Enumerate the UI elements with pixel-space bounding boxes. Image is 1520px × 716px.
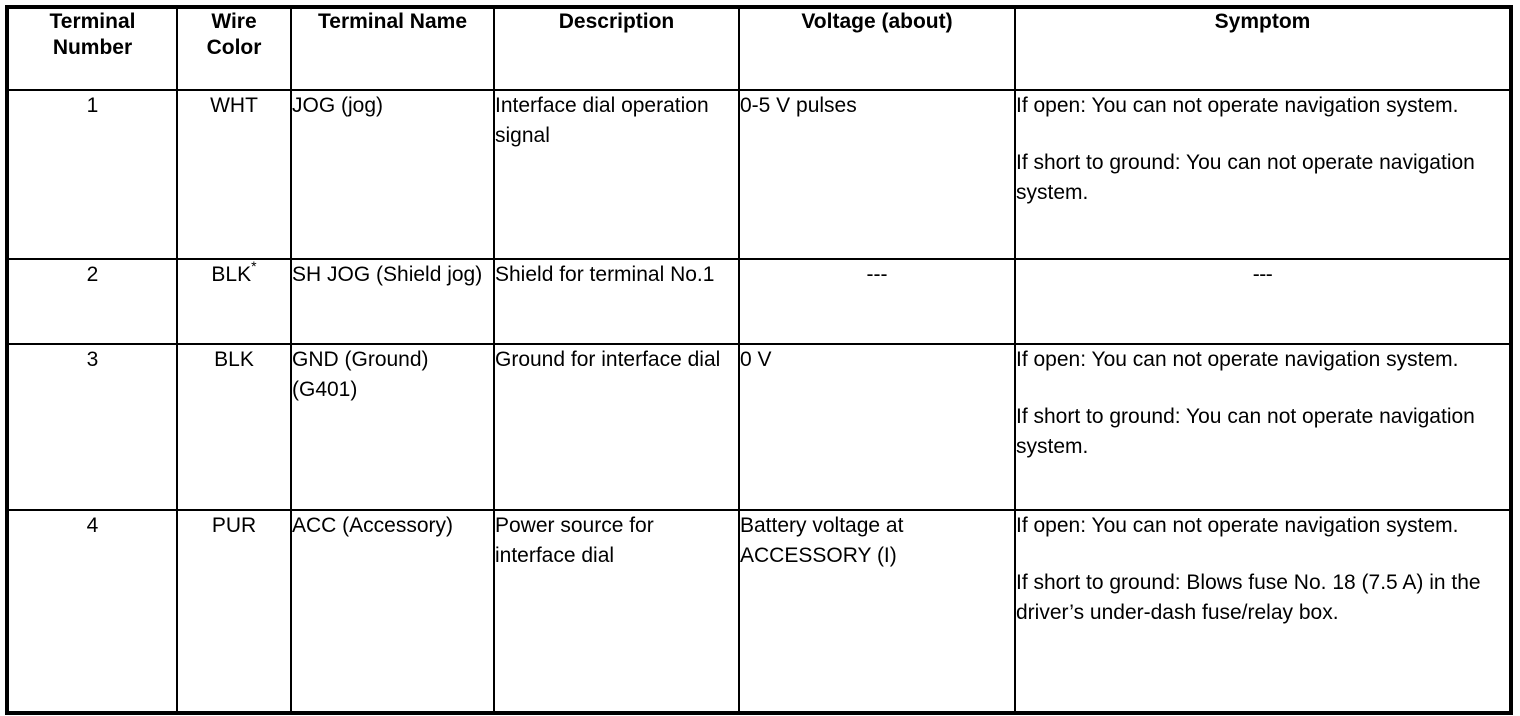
cell-voltage: 0-5 V pulses xyxy=(738,89,1016,260)
cell-terminal-name: SH JOG (Shield jog) xyxy=(290,258,495,345)
header-line-1: Voltage (about) xyxy=(801,10,953,33)
cell-symptom: If open: You can not operate navigation … xyxy=(1014,89,1512,260)
wire-color-value: PUR xyxy=(212,511,256,541)
table-row: 4 PUR ACC (Accessory) Power source for i… xyxy=(6,509,1512,714)
table-row: 3 BLK GND (Ground) (G401) Ground for int… xyxy=(6,343,1512,511)
header-line-1: Wire xyxy=(211,10,257,33)
header-line-1: Symptom xyxy=(1214,10,1311,33)
cell-description: Ground for interface dial xyxy=(493,343,740,511)
symptom-paragraph: If open: You can not operate navigation … xyxy=(1016,348,1459,371)
wire-color-text: PUR xyxy=(211,514,257,537)
symptom-paragraph: --- xyxy=(1252,263,1273,286)
symptom-paragraph: If short to ground: Blows fuse No. 18 (7… xyxy=(1016,570,1481,624)
terminal-specification-table: Terminal Number Wire Color Terminal Name… xyxy=(5,5,1513,715)
cell-terminal-number: 4 xyxy=(6,509,178,714)
header-line-1: Terminal Name xyxy=(318,10,467,33)
table-body: 1 WHT JOG (jog) Interface dial operation… xyxy=(6,89,1512,714)
column-header-wire-color: Wire Color xyxy=(176,6,292,91)
column-header-description: Description xyxy=(493,6,740,91)
cell-symptom: --- xyxy=(1014,258,1512,345)
wire-color-value: WHT xyxy=(210,91,258,121)
header-line-2: Color xyxy=(206,35,262,59)
cell-description: Interface dial operation signal xyxy=(493,89,740,260)
header-line-1: Description xyxy=(558,10,675,33)
wire-color-text: BLK xyxy=(214,348,254,371)
cell-terminal-name: JOG (jog) xyxy=(290,89,495,260)
cell-wire-color: BLK xyxy=(176,343,292,511)
cell-voltage: 0 V xyxy=(738,343,1016,511)
symptom-paragraph: If open: You can not operate navigation … xyxy=(1016,514,1459,537)
cell-wire-color: PUR xyxy=(176,509,292,714)
cell-description: Shield for terminal No.1 xyxy=(493,258,740,345)
symptom-paragraph: If open: You can not operate navigation … xyxy=(1016,94,1459,117)
symptom-paragraph: If short to ground: You can not operate … xyxy=(1016,150,1475,204)
wire-color-text: BLK xyxy=(211,263,252,286)
cell-terminal-name: ACC (Accessory) xyxy=(290,509,495,714)
column-header-symptom: Symptom xyxy=(1014,6,1512,91)
footnote-asterisk: * xyxy=(251,258,257,274)
cell-terminal-number: 2 xyxy=(6,258,178,345)
cell-symptom: If open: You can not operate navigation … xyxy=(1014,343,1512,511)
cell-description: Power source for interface dial xyxy=(493,509,740,714)
cell-voltage: Battery voltage at ACCESSORY (I) xyxy=(738,509,1016,714)
header-row: Terminal Number Wire Color Terminal Name… xyxy=(6,6,1512,91)
table-header: Terminal Number Wire Color Terminal Name… xyxy=(6,6,1512,91)
wire-color-value: BLK* xyxy=(211,258,257,290)
cell-wire-color: WHT xyxy=(176,89,292,260)
cell-terminal-number: 1 xyxy=(6,89,178,260)
column-header-terminal-name: Terminal Name xyxy=(290,6,495,91)
header-line-2: Number xyxy=(52,35,133,59)
wire-color-value: BLK xyxy=(214,345,254,375)
table-row: 2 BLK* SH JOG (Shield jog) Shield for te… xyxy=(6,258,1512,345)
cell-voltage: --- xyxy=(738,258,1016,345)
header-line-1: Terminal xyxy=(49,10,136,33)
cell-terminal-number: 3 xyxy=(6,343,178,511)
cell-terminal-name: GND (Ground) (G401) xyxy=(290,343,495,511)
cell-wire-color: BLK* xyxy=(176,258,292,345)
table-row: 1 WHT JOG (jog) Interface dial operation… xyxy=(6,89,1512,260)
symptom-paragraph: If short to ground: You can not operate … xyxy=(1016,404,1475,458)
cell-symptom: If open: You can not operate navigation … xyxy=(1014,509,1512,714)
wire-color-text: WHT xyxy=(210,94,258,117)
column-header-voltage: Voltage (about) xyxy=(738,6,1016,91)
column-header-terminal-number: Terminal Number xyxy=(6,6,178,91)
